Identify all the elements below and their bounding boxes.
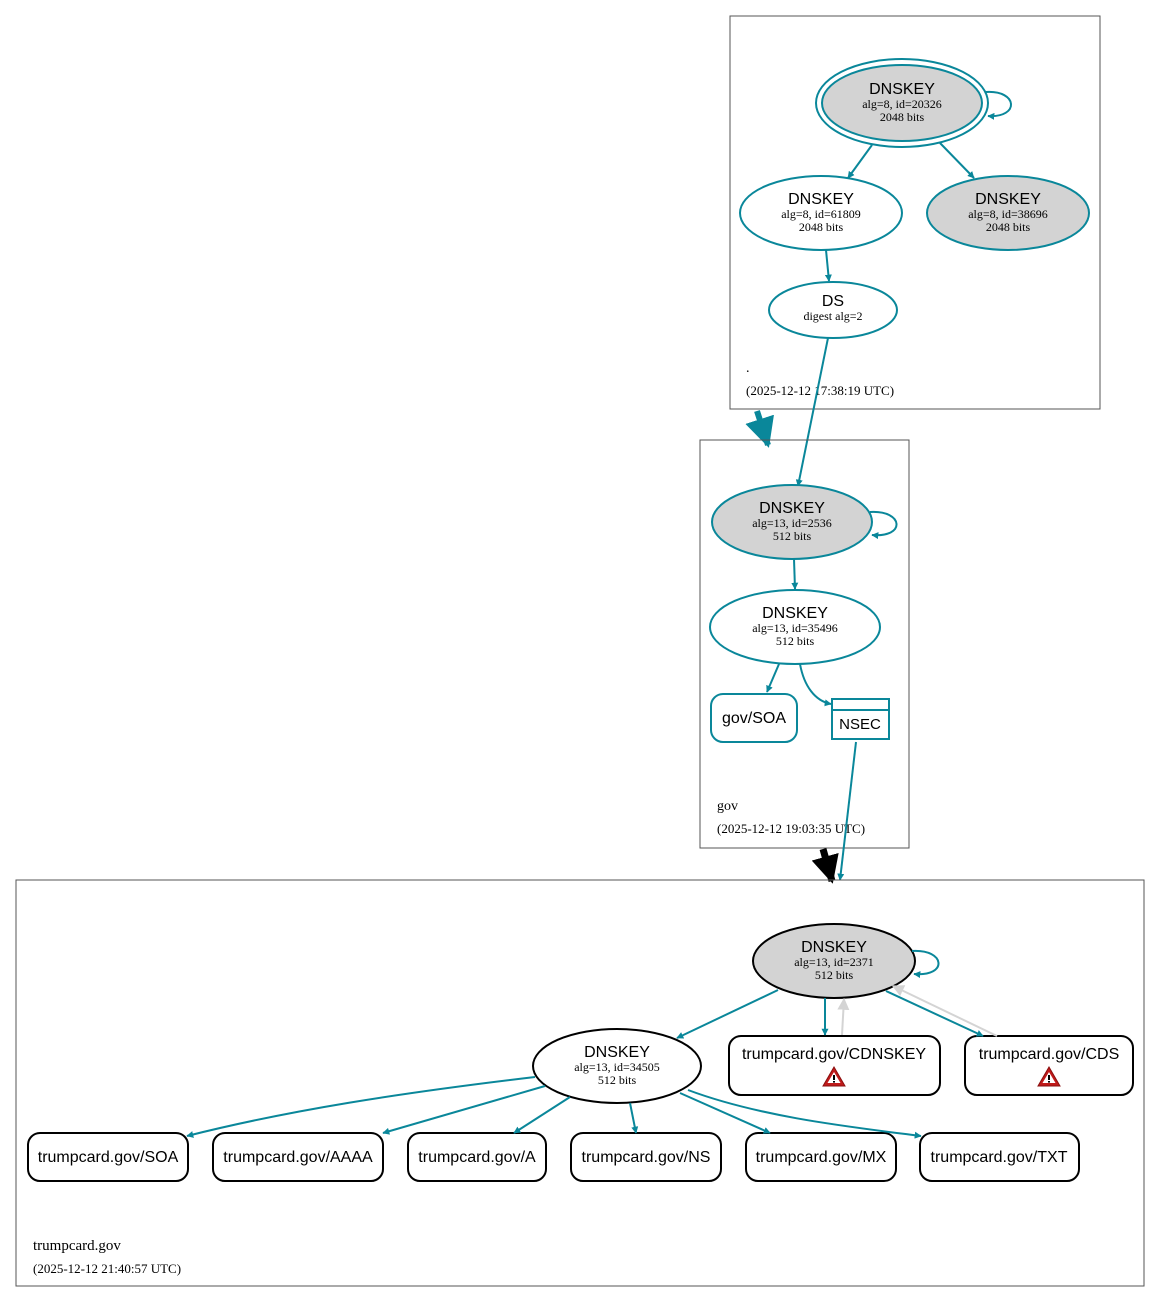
edge-trumpcard-cdnskey-to-ksk (837, 997, 850, 1036)
edge-trumpcard-ksk-self (911, 949, 940, 979)
root-dnskey-61809-info: alg=8, id=61809 (781, 207, 861, 221)
edge-trumpcard-zsk-to-ns (629, 1102, 639, 1134)
zone-gov-box (699, 439, 910, 849)
trumpcard-ns-record[interactable]: trumpcard.gov/NS (570, 1132, 722, 1182)
trumpcard-cds-label: trumpcard.gov/CDS (979, 1046, 1120, 1063)
warning-icon (822, 1066, 846, 1087)
zone-trumpcard-box (15, 879, 1145, 1287)
trumpcard-txt-label: trumpcard.gov/TXT (931, 1149, 1068, 1166)
trumpcard-dnskey-34505-bits: 512 bits (598, 1073, 637, 1087)
gov-dnskey-35496[interactable]: DNSKEY alg=13, id=35496 512 bits (709, 589, 881, 665)
gov-soa-record[interactable]: gov/SOA (710, 693, 798, 743)
trumpcard-mx-label: trumpcard.gov/MX (756, 1149, 887, 1166)
edge-trumpcard-ksk-to-cds (885, 990, 984, 1037)
edge-root-ksk-self (985, 90, 1012, 120)
trumpcard-aaaa-record[interactable]: trumpcard.gov/AAAA (212, 1132, 384, 1182)
gov-nsec-label: NSEC (839, 716, 881, 733)
zone-root-timestamp: (2025-12-12 17:38:19 UTC) (746, 383, 894, 398)
zone-trumpcard: trumpcard.gov (2025-12-12 21:40:57 UTC) … (15, 879, 1145, 1287)
edge-trumpcard-zsk-to-a (513, 1096, 571, 1134)
root-dnskey-20326[interactable]: DNSKEY alg=8, id=20326 2048 bits (815, 58, 989, 148)
edge-trumpcard-zsk-to-mx (679, 1092, 771, 1134)
trumpcard-dnskey-34505[interactable]: DNSKEY alg=13, id=34505 512 bits (532, 1028, 702, 1104)
root-dnskey-38696-info: alg=8, id=38696 (968, 207, 1048, 221)
gov-dnskey-2536[interactable]: DNSKEY alg=13, id=2536 512 bits (711, 484, 873, 560)
edge-trumpcard-cds-to-ksk (891, 985, 998, 1037)
zone-trumpcard-name: trumpcard.gov (33, 1238, 121, 1254)
trumpcard-dnskey-2371[interactable]: DNSKEY alg=13, id=2371 512 bits (752, 923, 916, 999)
trumpcard-a-record[interactable]: trumpcard.gov/A (407, 1132, 547, 1182)
gov-dnskey-2536-bits: 512 bits (773, 529, 812, 543)
gov-dnskey-35496-bits: 512 bits (776, 634, 815, 648)
root-dnskey-38696-bits: 2048 bits (986, 220, 1031, 234)
trumpcard-cds-record[interactable]: trumpcard.gov/CDS (964, 1035, 1134, 1096)
trumpcard-mx-record[interactable]: trumpcard.gov/MX (745, 1132, 897, 1182)
trumpcard-a-label: trumpcard.gov/A (418, 1149, 536, 1166)
delegation-gov-to-trumpcard (811, 848, 839, 884)
trumpcard-cdnskey-record[interactable]: trumpcard.gov/CDNSKEY (728, 1035, 941, 1096)
gov-soa-label: gov/SOA (722, 710, 786, 727)
gov-dnskey-2536-type: DNSKEY (759, 500, 825, 517)
trumpcard-cdnskey-label: trumpcard.gov/CDNSKEY (742, 1046, 926, 1063)
root-ds-digest: digest alg=2 (803, 309, 862, 323)
zone-root-name: . (746, 361, 750, 376)
root-ds-type: DS (822, 293, 844, 310)
zone-gov-timestamp: (2025-12-12 19:03:35 UTC) (717, 821, 865, 836)
edge-trumpcard-zsk-to-txt (687, 1089, 922, 1139)
zone-trumpcard-timestamp: (2025-12-12 21:40:57 UTC) (33, 1261, 181, 1276)
zone-gov-name: gov (717, 799, 738, 814)
edge-root-ds-to-gov-ksk (795, 337, 829, 487)
root-dnskey-61809-bits: 2048 bits (799, 220, 844, 234)
gov-dnskey-35496-info: alg=13, id=35496 (752, 621, 838, 635)
trumpcard-dnskey-2371-bits: 512 bits (815, 968, 854, 982)
root-dnskey-20326-bits: 2048 bits (880, 110, 925, 124)
trumpcard-soa-label: trumpcard.gov/SOA (38, 1149, 179, 1166)
edge-gov-zsk-to-nsec (799, 663, 832, 707)
gov-dnskey-35496-type: DNSKEY (762, 605, 828, 622)
trumpcard-dnskey-34505-type: DNSKEY (584, 1044, 650, 1061)
trumpcard-txt-record[interactable]: trumpcard.gov/TXT (919, 1132, 1080, 1182)
root-dnskey-38696[interactable]: DNSKEY alg=8, id=38696 2048 bits (926, 175, 1090, 251)
root-dnskey-20326-type: DNSKEY (869, 81, 935, 98)
trumpcard-ns-label: trumpcard.gov/NS (582, 1149, 711, 1166)
edge-trumpcard-ksk-to-zsk (676, 989, 779, 1039)
gov-dnskey-2536-info: alg=13, id=2536 (752, 516, 832, 530)
root-dnskey-61809-type: DNSKEY (788, 191, 854, 208)
zone-root-box (729, 15, 1101, 410)
root-dnskey-61809[interactable]: DNSKEY alg=8, id=61809 2048 bits (739, 175, 903, 251)
edge-root-zsk-to-ds (824, 249, 832, 282)
edge-root-ksk-to-key3 (939, 142, 975, 179)
root-dnskey-20326-info: alg=8, id=20326 (862, 97, 942, 111)
edge-gov-zsk-to-soa (766, 663, 780, 693)
edge-gov-nsec-to-trumpcard (837, 741, 857, 881)
edge-trumpcard-zsk-to-soa (186, 1076, 536, 1138)
warning-icon (1037, 1066, 1061, 1087)
edge-gov-ksk-to-zsk (791, 558, 799, 590)
trumpcard-dnskey-2371-info: alg=13, id=2371 (794, 955, 874, 969)
trumpcard-dnskey-2371-type: DNSKEY (801, 939, 867, 956)
trumpcard-soa-record[interactable]: trumpcard.gov/SOA (27, 1132, 189, 1182)
trumpcard-aaaa-label: trumpcard.gov/AAAA (223, 1149, 373, 1166)
root-ds-record[interactable]: DS digest alg=2 (768, 281, 898, 339)
edge-root-ksk-to-zsk (847, 144, 873, 179)
trumpcard-dnskey-34505-info: alg=13, id=34505 (574, 1060, 660, 1074)
root-dnskey-38696-type: DNSKEY (975, 191, 1041, 208)
zone-root: . (2025-12-12 17:38:19 UTC) DNSKEY alg=8… (729, 15, 1101, 410)
edge-trumpcard-zsk-to-aaaa (382, 1085, 546, 1135)
edge-gov-ksk-self (869, 510, 898, 540)
delegation-root-to-gov (745, 410, 774, 448)
zone-gov: gov (2025-12-12 19:03:35 UTC) DNSKEY alg… (699, 439, 910, 849)
gov-nsec-record[interactable]: NSEC (831, 698, 890, 740)
